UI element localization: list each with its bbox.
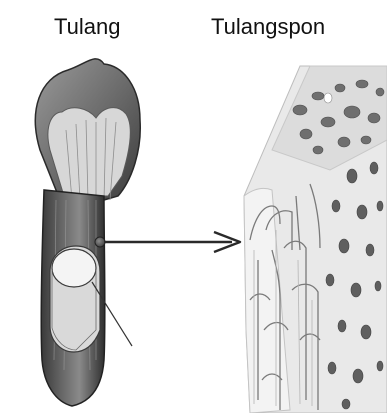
arrow — [104, 232, 240, 252]
sample-point — [95, 237, 105, 247]
bone-cross-section — [52, 249, 96, 287]
long-bone — [35, 59, 140, 406]
spongy-bone-block — [244, 66, 387, 413]
